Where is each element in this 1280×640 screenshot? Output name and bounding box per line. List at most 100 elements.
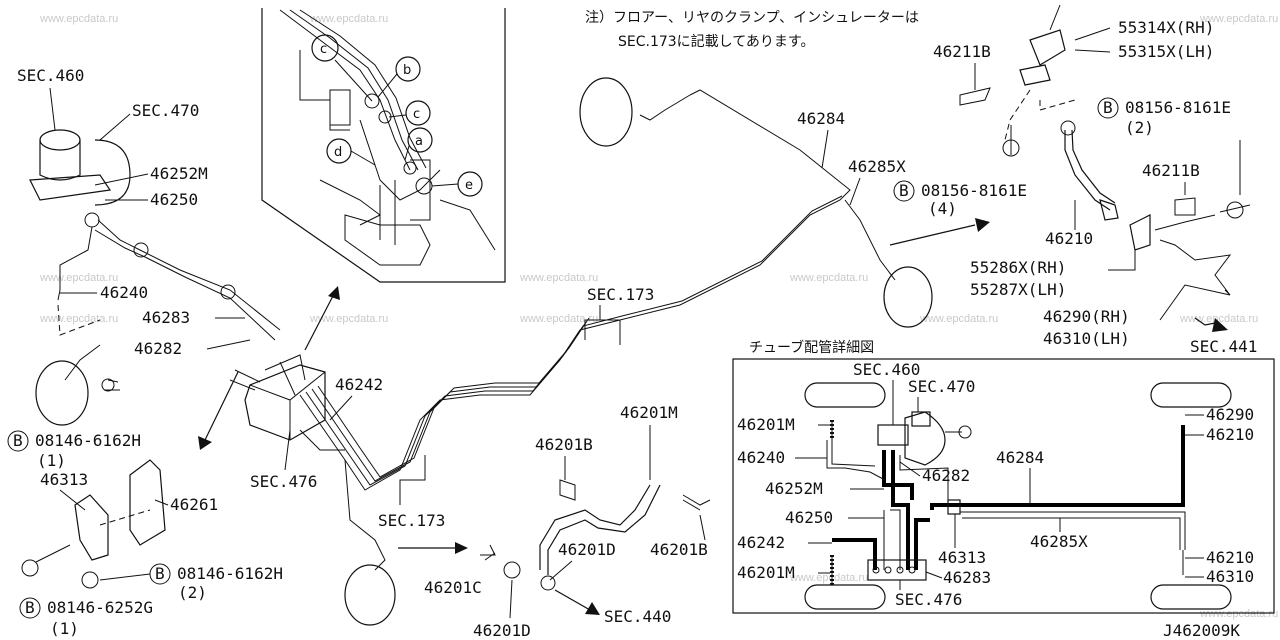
label-55314X: 55314X(RH) — [1118, 18, 1214, 37]
label-55315X: 55315X(LH) — [1118, 42, 1214, 61]
callout-e: e — [465, 178, 473, 193]
detail-label-sec476: SEC.476 — [895, 590, 962, 609]
detail-title: チューブ配管詳細図 — [749, 339, 874, 356]
callout-b: b — [403, 63, 411, 78]
label-46250: 46250 — [150, 190, 198, 209]
note-line-1: 注）フロアー、リヤのクランプ、インシュレーターは — [585, 10, 919, 26]
callout-a-circle — [407, 127, 433, 153]
watermarks: www.epcdata.ru www.epcdata.ru www.epcdat… — [39, 13, 1278, 620]
label-bolt-08156-8161E-b: 08156-8161E — [1125, 98, 1231, 117]
watermark: www.epcdata.ru — [1199, 608, 1278, 620]
label-46261: 46261 — [170, 495, 218, 514]
label-bolt-08156-8161E-a: 08156-8161E — [921, 181, 1027, 200]
inset-pipes — [279, 9, 496, 266]
arrow-to-rear — [889, 224, 976, 246]
diagram-id: J462009K — [1163, 621, 1240, 640]
detail-label-46290: 46290 — [1206, 405, 1254, 424]
callout-c: c — [320, 42, 327, 57]
master-cylinder — [29, 129, 281, 341]
label-46201B-b: 46201B — [650, 540, 708, 559]
label-46284: 46284 — [797, 109, 845, 128]
label-46210: 46210 — [1045, 229, 1093, 248]
label-46285X: 46285X — [848, 157, 906, 176]
bolt-marker-2: B — [155, 564, 165, 583]
detail-label-sec460: SEC.460 — [853, 360, 920, 379]
callout-c-circle — [311, 34, 339, 62]
bolt-marker-1: B — [13, 431, 23, 450]
detail-label-46201M-b: 46201M — [737, 563, 795, 582]
detail-label-46282: 46282 — [922, 466, 970, 485]
label-bolt-qty-4: (4) — [928, 199, 957, 218]
front-right-caliper — [344, 564, 396, 626]
arrow-down-left — [204, 371, 239, 441]
bracket — [21, 459, 166, 577]
detail-abs-unit — [867, 499, 961, 581]
label-46201C: 46201C — [424, 578, 482, 597]
detail-label-46242: 46242 — [737, 533, 785, 552]
label-sec441: SEC.441 — [1190, 337, 1257, 356]
arrow-to-sec440 — [554, 589, 591, 611]
note-line-2: SEC.173に記載してあります。 — [618, 33, 814, 50]
watermark: www.epcdata.ru — [789, 272, 868, 284]
label-bolt-08146-6162H-2: 08146-6162H — [177, 564, 283, 583]
callout-c2: c — [413, 107, 420, 122]
bolt-marker-5: B — [1103, 98, 1113, 117]
watermark: www.epcdata.ru — [39, 272, 118, 284]
label-bolt-qty-3: (1) — [50, 619, 79, 638]
watermark: www.epcdata.ru — [39, 13, 118, 25]
watermark: www.epcdata.ru — [309, 313, 388, 325]
label-55287X: 55287X(LH) — [970, 280, 1066, 299]
label-bolt-08146-6162H-1: 08146-6162H — [35, 431, 141, 450]
detail-label-46250: 46250 — [785, 508, 833, 527]
callout-d: d — [334, 145, 342, 160]
label-46282: 46282 — [134, 339, 182, 358]
front-left-caliper — [35, 360, 89, 426]
hose-46210 — [1064, 130, 1111, 211]
bolt-marker-4: B — [899, 181, 909, 200]
watermark: www.epcdata.ru — [1179, 313, 1258, 325]
main-tubes — [299, 89, 896, 571]
detail-label-46240: 46240 — [737, 448, 785, 467]
detail-frame — [732, 358, 1275, 614]
label-46201B-a: 46201B — [535, 435, 593, 454]
detail-label-46310: 46310 — [1206, 567, 1254, 586]
watermark: www.epcdata.ru — [1199, 13, 1278, 25]
watermark: www.epcdata.ru — [309, 13, 388, 25]
label-46242: 46242 — [335, 375, 383, 394]
label-46313: 46313 — [40, 470, 88, 489]
label-sec440: SEC.440 — [604, 607, 671, 626]
label-sec460: SEC.460 — [17, 66, 84, 85]
arrow-to-sec441 — [1194, 317, 1216, 326]
label-bolt-qty-5: (2) — [1125, 118, 1154, 137]
detail-label-sec470: SEC.470 — [908, 377, 975, 396]
bolt-marker-3: B — [25, 598, 35, 617]
detail-label-46313: 46313 — [938, 548, 986, 567]
inset-callouts: c b c a d e — [311, 34, 483, 197]
detail-label-46285X: 46285X — [1030, 532, 1088, 551]
rear-left-caliper — [579, 77, 633, 147]
detail-tubes — [826, 420, 1186, 585]
watermark: www.epcdata.ru — [919, 313, 998, 325]
detail-label-46283: 46283 — [943, 568, 991, 587]
callout-c2-circle — [405, 100, 431, 126]
label-46240: 46240 — [100, 283, 148, 302]
label-sec173-a: SEC.173 — [587, 285, 654, 304]
detail-label-46252M: 46252M — [765, 479, 823, 498]
label-46211B-a: 46211B — [933, 42, 991, 61]
label-sec173-b: SEC.173 — [378, 511, 445, 530]
detail-wheels — [804, 382, 1232, 610]
hose-46201M — [539, 484, 651, 570]
detail-label-46284: 46284 — [996, 448, 1044, 467]
label-46290: 46290(RH) — [1043, 307, 1130, 326]
label-55286X: 55286X(RH) — [970, 258, 1066, 277]
label-sec476: SEC.476 — [250, 472, 317, 491]
callout-a: a — [415, 134, 423, 149]
label-46283: 46283 — [142, 308, 190, 327]
label-46201M: 46201M — [620, 403, 678, 422]
watermark: www.epcdata.ru — [519, 272, 598, 284]
detail-label-46201M-a: 46201M — [737, 415, 795, 434]
watermark: www.epcdata.ru — [39, 313, 118, 325]
arrow-up-right — [304, 291, 336, 351]
watermark: www.epcdata.ru — [519, 313, 598, 325]
